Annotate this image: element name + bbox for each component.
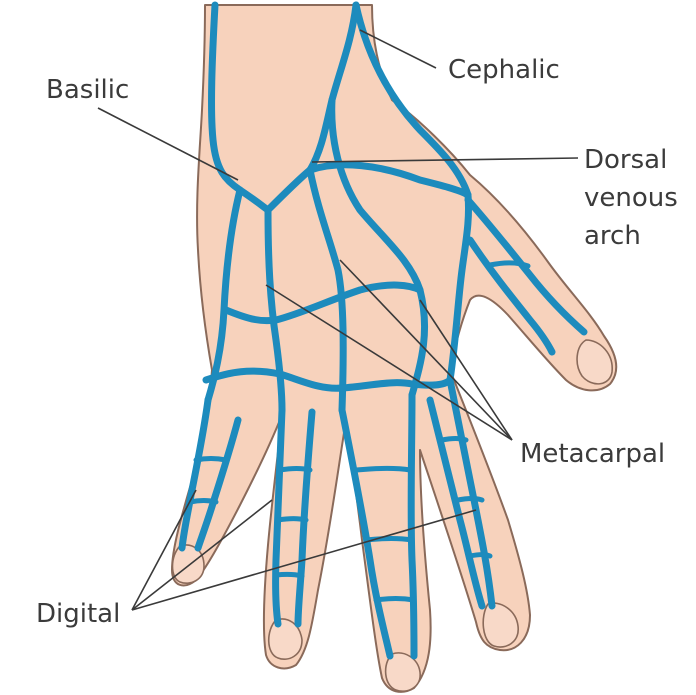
basilic-label: Basilic [46, 75, 129, 105]
dorsal-label-line1: Dorsal [584, 145, 667, 175]
cephalic-label: Cephalic [448, 55, 560, 85]
digital-vein-middle-2 [411, 395, 414, 656]
dorsal-label-line2: venous [584, 183, 678, 213]
metacarpal-label: Metacarpal [520, 439, 665, 469]
digital-label: Digital [36, 599, 120, 629]
dorsal-label-line3: arch [584, 221, 641, 251]
